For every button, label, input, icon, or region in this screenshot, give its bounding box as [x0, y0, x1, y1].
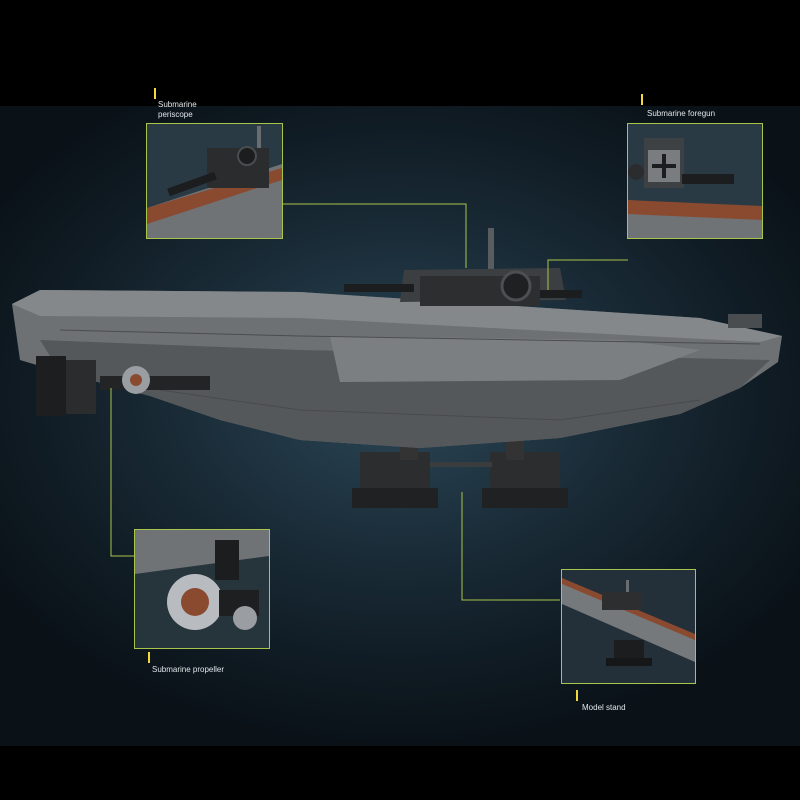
hull-icon: [12, 290, 782, 448]
periscope-connector: [282, 203, 467, 268]
periscope-detail-frame: [146, 123, 283, 239]
propeller-label: Submarine propeller: [152, 665, 225, 674]
model-stand-icon: [352, 440, 568, 508]
propeller-label-bar: [148, 652, 150, 663]
stand-label: Model stand: [582, 703, 626, 712]
stand-label-bar: [576, 690, 578, 701]
propeller-detail-frame: [134, 529, 270, 649]
stand-detail-image: [562, 570, 695, 683]
stand-connector: [461, 492, 560, 601]
stern-icon: [36, 356, 210, 416]
top-black-band: [0, 0, 800, 106]
bottom-black-band: [0, 746, 800, 800]
foregun-label-bar: [641, 94, 643, 105]
propeller-detail-image: [135, 530, 269, 648]
bow-gun-icon: [728, 314, 762, 328]
periscope-label: Submarine periscope: [158, 100, 197, 119]
periscope-detail-image: [147, 124, 282, 238]
stand-detail-frame: [561, 569, 696, 684]
foregun-detail-image: [628, 124, 762, 238]
propeller-connector: [110, 388, 134, 557]
periscope-label-bar: [154, 88, 156, 99]
foregun-connector: [547, 259, 628, 290]
conning-tower-icon: [344, 228, 582, 306]
foregun-detail-frame: [627, 123, 763, 239]
foregun-label: Submarine foregun: [647, 109, 716, 118]
